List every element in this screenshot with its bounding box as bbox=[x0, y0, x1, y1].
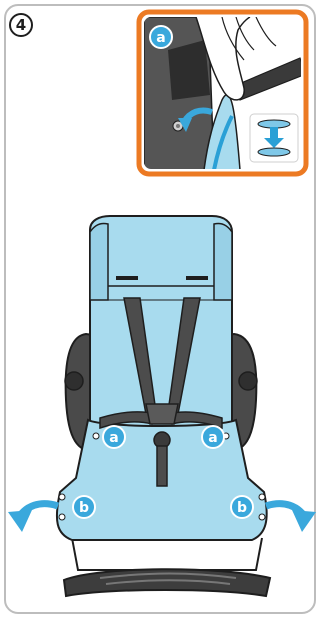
svg-text:b: b bbox=[237, 500, 247, 516]
callout-b-left: b bbox=[73, 496, 95, 518]
inset-callout-a: a bbox=[156, 30, 165, 46]
svg-text:a: a bbox=[109, 430, 118, 446]
curved-arrow-left-icon bbox=[8, 504, 58, 532]
harness-buckle bbox=[146, 404, 178, 424]
callout-a-right: a bbox=[202, 426, 224, 448]
callout-b-right: b bbox=[231, 496, 253, 518]
svg-text:b: b bbox=[79, 500, 89, 516]
svg-text:a: a bbox=[208, 430, 217, 446]
curved-arrow-right-icon bbox=[266, 504, 316, 532]
callout-a-left: a bbox=[103, 426, 125, 448]
inset-detail: a bbox=[139, 12, 306, 174]
crotch-strap bbox=[157, 446, 167, 486]
child-seat bbox=[57, 216, 270, 596]
